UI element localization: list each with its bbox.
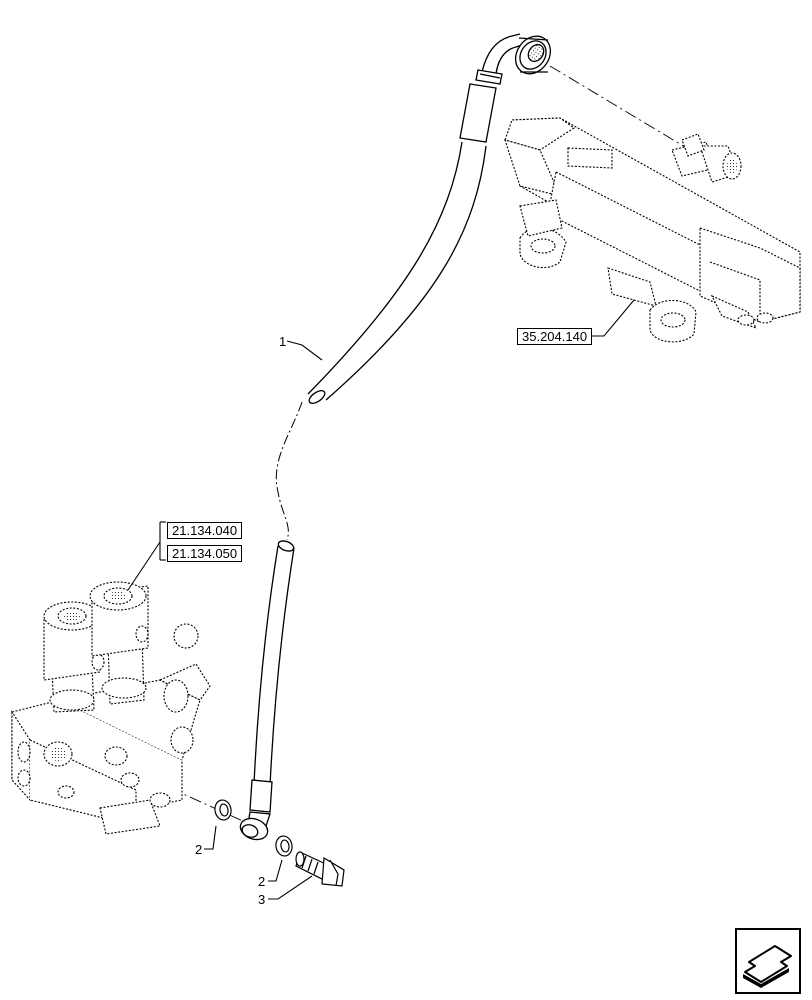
- sealing-washer-right: [275, 835, 293, 857]
- reference-link-valve-block-upper[interactable]: 21.134.040: [167, 522, 243, 539]
- hose-swivel-nut-top: [514, 35, 552, 75]
- banjo-bolt: [295, 851, 345, 887]
- leader-lines: [127, 299, 635, 900]
- hydraulic-hose: [239, 33, 552, 841]
- lift-cylinder: [504, 117, 801, 343]
- callout-washer-right: 2: [258, 874, 265, 889]
- reference-link-cylinder[interactable]: 35.204.140: [517, 328, 593, 345]
- callout-banjo-bolt: 3: [258, 892, 265, 907]
- callout-hose: 1: [279, 334, 286, 349]
- sealing-washer-left: [214, 799, 232, 821]
- control-valve-block: [11, 581, 211, 835]
- alignment-lines: [169, 65, 691, 823]
- previous-page-arrow-icon[interactable]: [735, 928, 801, 994]
- callout-washer-left: 2: [195, 842, 202, 857]
- banjo-fitting: [239, 817, 269, 841]
- reference-link-valve-block-lower[interactable]: 21.134.050: [167, 545, 243, 562]
